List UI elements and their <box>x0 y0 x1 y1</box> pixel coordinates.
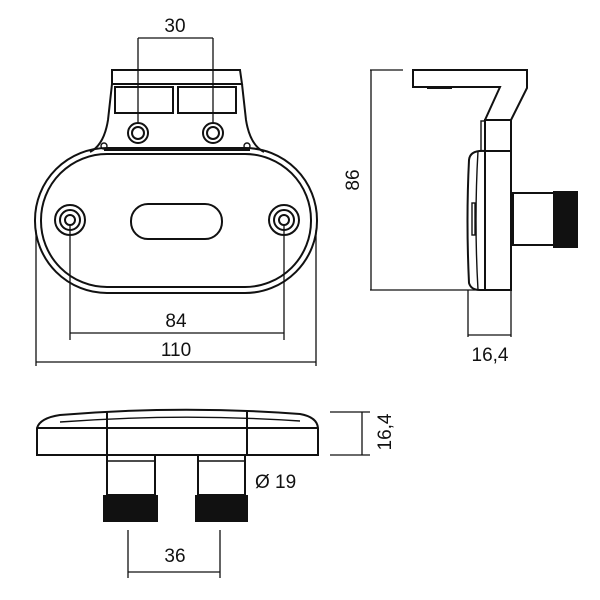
thread-right <box>195 495 248 522</box>
dim-30: 30 <box>164 16 185 37</box>
side-view: 86 16,4 <box>343 69 578 366</box>
side-thread <box>553 191 578 248</box>
lens-inner <box>40 153 312 288</box>
dim-16-4-side: 16,4 <box>472 345 509 366</box>
window-right <box>177 86 237 114</box>
bottom-plate <box>36 408 319 456</box>
side-bracket <box>412 69 528 121</box>
dim-36: 36 <box>164 546 185 567</box>
lens-outer <box>34 147 318 294</box>
front-view: 30 84 110 <box>34 16 318 366</box>
slot <box>130 203 223 240</box>
dim-diameter-19: Ø 19 <box>255 472 296 493</box>
side-body <box>484 119 512 291</box>
dim-84: 84 <box>165 311 187 332</box>
dim-16-4-bottom: 16,4 <box>375 413 396 450</box>
thread-left <box>103 495 158 522</box>
bottom-view: Ø 19 16,4 36 <box>36 408 396 578</box>
dim-110: 110 <box>161 340 191 361</box>
dim-86: 86 <box>343 169 364 190</box>
side-lens <box>466 149 486 291</box>
window-left <box>114 86 174 114</box>
top-bracket <box>111 69 244 85</box>
side-nozzle <box>512 192 555 246</box>
